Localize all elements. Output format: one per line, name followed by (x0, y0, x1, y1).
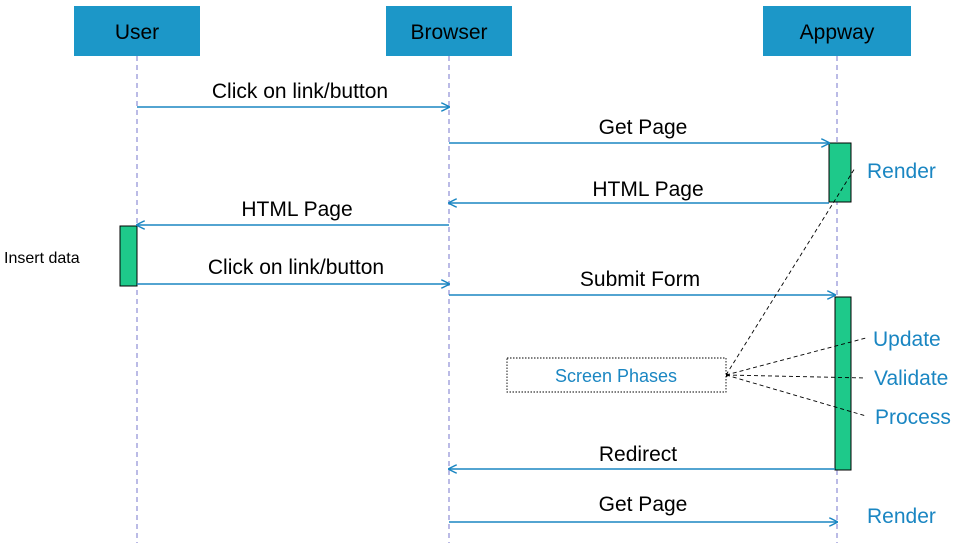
phase-validate: Validate (874, 367, 948, 390)
participant-user: User (74, 6, 200, 56)
activation-user-insert (119, 225, 138, 287)
participant-browser-label: Browser (410, 21, 487, 44)
activation-appway-render (828, 142, 852, 203)
message-label: Click on link/button (208, 256, 384, 279)
activation-appway-phases (834, 296, 852, 471)
message-redirect: Redirect (449, 443, 835, 469)
screen-phases-label: Screen Phases (555, 366, 677, 386)
participant-browser: Browser (386, 6, 512, 56)
message-label: Click on link/button (212, 80, 388, 103)
message-html-page-1: HTML Page (449, 178, 829, 203)
message-label: Get Page (599, 116, 688, 139)
participant-user-label: User (115, 21, 159, 44)
message-label: HTML Page (592, 178, 703, 201)
message-submit-form: Submit Form (449, 268, 835, 295)
message-get-page-2: Get Page (449, 493, 837, 522)
note-connectors (724, 167, 867, 417)
message-label: Get Page (599, 493, 688, 516)
insert-data-note: Insert data (4, 250, 80, 267)
message-label: Submit Form (580, 268, 700, 291)
message-get-page-1: Get Page (449, 116, 829, 143)
message-label: HTML Page (241, 198, 352, 221)
message-click-link-2: Click on link/button (137, 256, 449, 284)
phase-process: Process (875, 406, 951, 429)
phase-render-2: Render (867, 505, 936, 528)
phase-update: Update (873, 328, 941, 351)
phase-render-1: Render (867, 160, 936, 183)
message-html-page-2: HTML Page (137, 198, 449, 225)
screen-phases-note: Screen Phases (506, 357, 727, 393)
message-label: Redirect (599, 443, 677, 466)
message-click-link-1: Click on link/button (137, 80, 449, 107)
participant-appway-label: Appway (800, 21, 875, 44)
participant-appway: Appway (763, 6, 911, 56)
